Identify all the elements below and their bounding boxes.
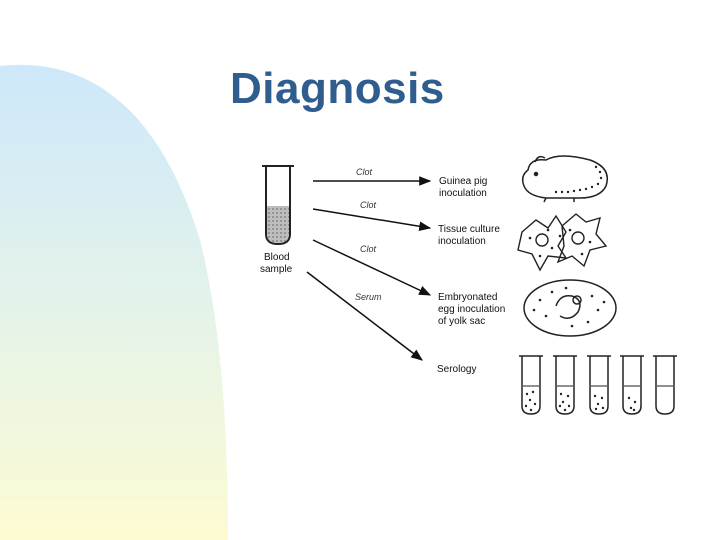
svg-text:egg inoculation: egg inoculation [438,304,505,315]
svg-text:Serology: Serology [437,364,476,375]
svg-text:Guinea pig: Guinea pig [439,176,487,187]
serology-tubes-icon [519,356,677,414]
source-label-line1: Blood [264,252,290,263]
svg-text:Tissue culture: Tissue culture [438,224,500,235]
serology-sediment-dots [525,391,636,411]
blood-sample-tube-icon [262,166,294,244]
serology-tube-4 [620,356,644,414]
arrow-guinea-pig: Clot [313,167,430,181]
arrow-label-clot-1: Clot [356,167,373,177]
serology-tube-3 [587,356,611,414]
svg-text:inoculation: inoculation [439,188,487,199]
serology-tube-1 [519,356,543,414]
arrow-label-clot-3: Clot [360,244,377,254]
tissue-culture-icon [518,214,606,270]
method-embryonated-egg-label: Embryonated egg inoculation of yolk sac [438,292,505,327]
arrow-serology: Serum [307,272,422,360]
arrow-tissue-culture: Clot [313,200,430,228]
source-label-line2: sample [260,264,293,275]
svg-text:inoculation: inoculation [438,236,486,247]
svg-text:of yolk sac: of yolk sac [438,316,485,327]
arrow-label-clot-2: Clot [360,200,377,210]
method-serology-label: Serology [437,364,476,375]
guinea-pig-icon [523,156,608,202]
serology-tube-2 [553,356,577,414]
arrow-label-serum: Serum [355,292,382,302]
serology-tube-5 [653,356,677,414]
method-guinea-pig-label: Guinea pig inoculation [439,176,487,199]
svg-text:Embryonated: Embryonated [438,292,497,303]
embryonated-egg-icon [524,280,616,336]
arrow-embryonated-egg: Clot [313,240,430,295]
method-tissue-culture-label: Tissue culture inoculation [438,224,500,247]
